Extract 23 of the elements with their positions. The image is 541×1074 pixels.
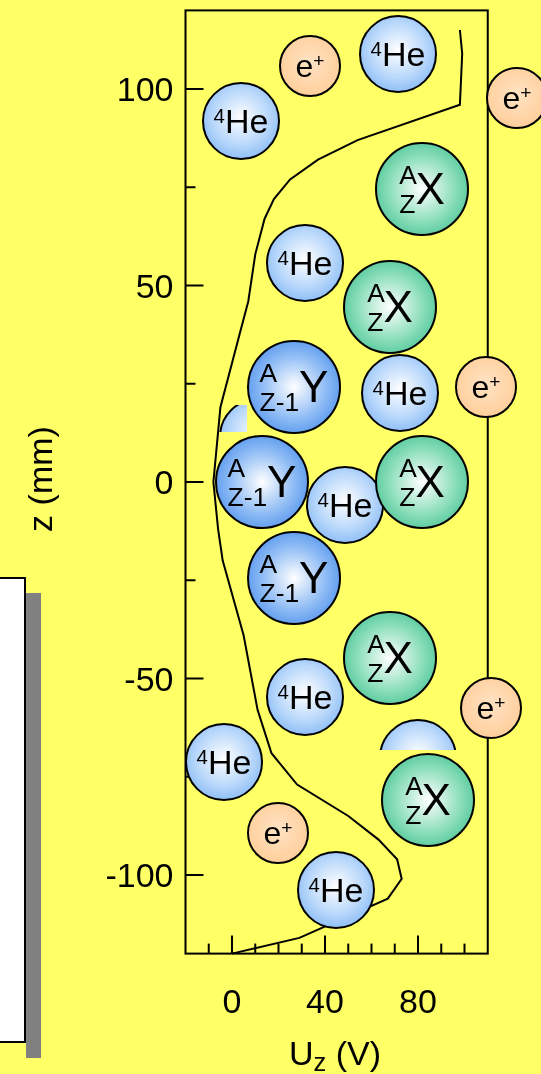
y-tick-label: 50 — [134, 268, 174, 303]
particle-symbol: $^{4}$He — [308, 873, 364, 907]
particle-symbol: $^{4}$He — [213, 104, 269, 138]
x-tick-label: 40 — [305, 983, 345, 1018]
particle-symbol: $^{4}$He — [372, 376, 428, 410]
y-tick-label: 100 — [115, 72, 174, 106]
particle-symbol: e$^{+}$ — [502, 82, 532, 114]
particle-symbol: $^{4}$He — [196, 745, 252, 779]
particle-symbol: $^{4}$He — [370, 37, 426, 71]
particle-symbol: $^{4}$He — [277, 246, 333, 280]
particle-symbol: $^{4}$He — [277, 680, 333, 714]
y-tick-label: -50 — [123, 661, 174, 696]
y-axis-title: z (mm) — [23, 425, 57, 534]
x-tick-label: 0 — [221, 983, 243, 1018]
particle-symbol: e$^{+}$ — [263, 817, 293, 849]
particle-symbol: $^{4}$He — [317, 488, 373, 522]
y-tick-label: 0 — [153, 465, 174, 499]
particle-symbol: e$^{+}$ — [476, 692, 506, 724]
particle-symbol: e$^{+}$ — [471, 371, 501, 403]
x-tick-label: 80 — [398, 983, 438, 1018]
x-axis-title: U$_{z}$ (V) — [287, 1036, 383, 1070]
particle-symbol: e$^{+}$ — [295, 50, 325, 82]
y-tick-label: -100 — [104, 858, 174, 892]
